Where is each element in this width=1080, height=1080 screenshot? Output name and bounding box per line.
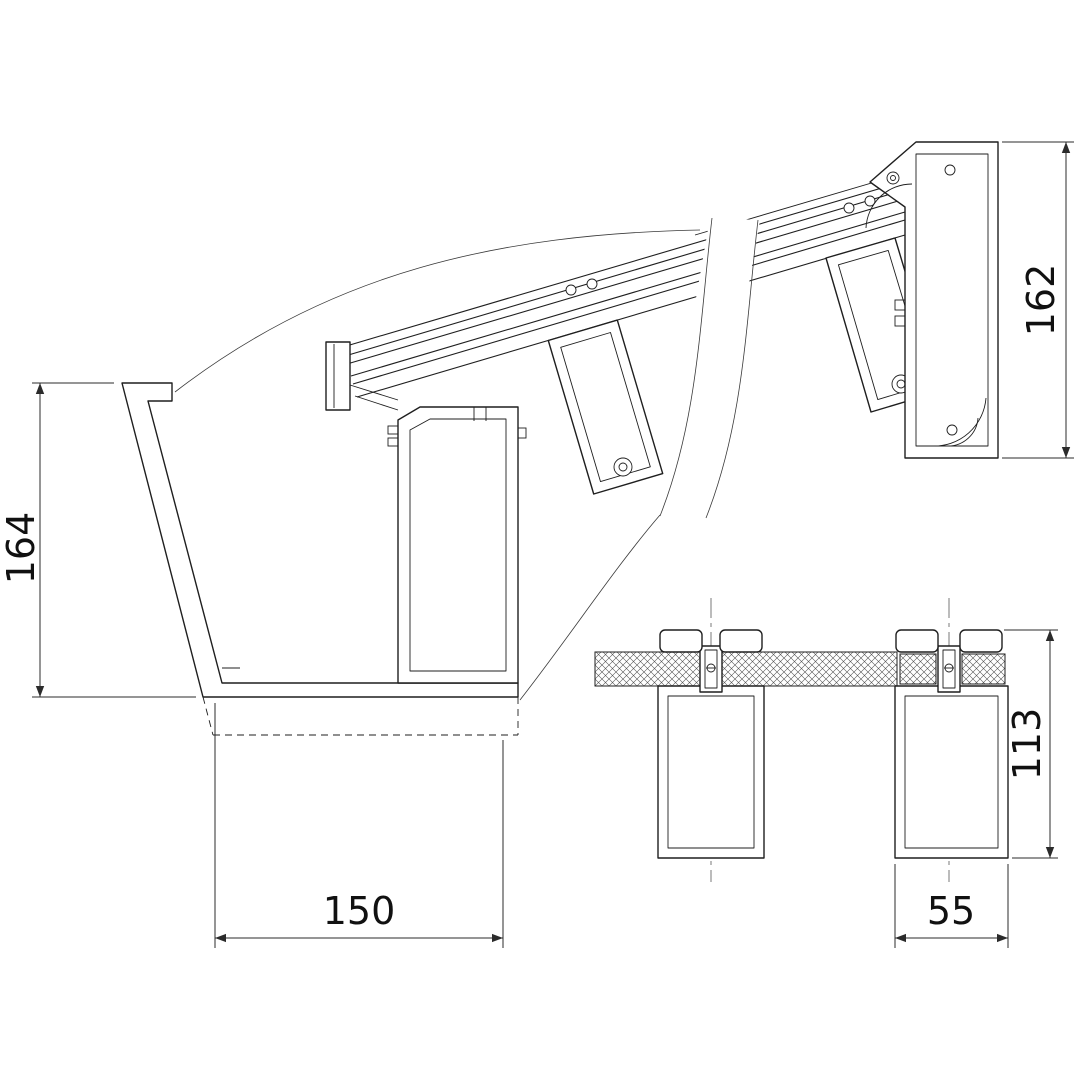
dimension-164: 164 (0, 382, 196, 698)
glazing-bar (325, 176, 906, 411)
dimension-label-left-height: 164 (0, 512, 43, 585)
dimension-label-plan-height: 113 (1005, 708, 1049, 781)
screw-channel-icon (618, 462, 628, 472)
glass-pane (721, 651, 898, 687)
clamp-plate (719, 629, 763, 653)
dimension-55: 55 (894, 864, 1009, 948)
clamp-plate (659, 629, 703, 653)
gutter-profile-section (121, 382, 519, 736)
bar-end-cap (325, 341, 351, 411)
clamp-plate (959, 629, 1003, 653)
glass-pane (961, 653, 1006, 685)
screw-icon (565, 284, 577, 296)
screw-icon (946, 424, 958, 436)
screw-channel-icon (896, 379, 906, 389)
detail-boundary-curve (519, 514, 661, 701)
dimension-label-right-height: 162 (1019, 264, 1063, 337)
detail-boundary-curve (174, 229, 701, 393)
dimension-113: 113 (1004, 629, 1058, 859)
dimension-label-mullion-width: 55 (927, 889, 975, 933)
screw-icon (944, 164, 956, 176)
screw-icon (890, 175, 896, 181)
plan-mullion-2 (894, 629, 1009, 859)
vertical-box-profile (387, 406, 527, 684)
clamp-plate (895, 629, 939, 653)
screw-icon (586, 278, 598, 290)
dimension-150: 150 (214, 703, 504, 948)
sloped-mullion-1 (547, 319, 664, 495)
dimension-label-gutter-width: 150 (323, 889, 396, 933)
screw-icon (864, 195, 876, 207)
glass-pane (899, 653, 937, 685)
break-lines (174, 217, 760, 701)
plan-mullion-1 (657, 629, 765, 859)
screw-icon (843, 202, 855, 214)
ridge-end-profile (865, 141, 999, 459)
break-line (659, 217, 713, 517)
glass-pane (594, 651, 701, 687)
plan-section (594, 598, 1009, 882)
break-line (705, 219, 759, 519)
dimension-162: 162 (1002, 141, 1074, 459)
